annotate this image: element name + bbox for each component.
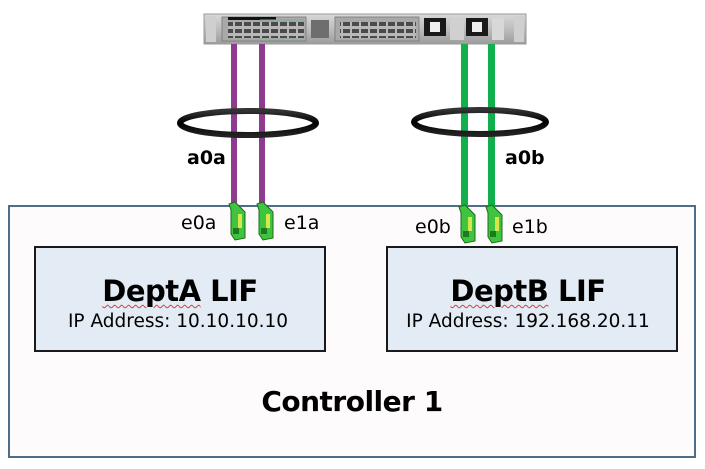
lif-title-depta: DeptA LIF (36, 274, 324, 308)
ifgroup-ring-a0b (411, 107, 549, 137)
lif-suffix-depta: LIF (200, 274, 258, 308)
lif-title-deptb: DeptB LIF (380, 274, 676, 308)
nic-icon-e0a (228, 201, 246, 241)
port-label-e1b: e1b (512, 216, 548, 238)
controller-title: Controller 1 (261, 385, 443, 418)
ifgroup-ring-a0a (177, 108, 319, 138)
lif-name-deptb: DeptB (450, 274, 549, 308)
cables-a0b (461, 44, 495, 210)
port-label-e1a: e1a (284, 212, 320, 234)
ifgroup-label-a0b: a0b (505, 147, 545, 169)
nic-icon-e1a (256, 201, 274, 241)
lif-ip-depta: IP Address: 10.10.10.10 (67, 311, 289, 332)
lif-suffix-deptb: LIF (548, 274, 606, 308)
lif-name-depta: DeptA (102, 274, 201, 308)
lif-box-deptb: DeptB LIF IP Address: 192.168.20.11 (386, 246, 678, 352)
switch-icon (203, 13, 527, 45)
cables-a0a (231, 44, 265, 210)
nic-icon-e0b (458, 204, 476, 244)
nic-icon-e1b (485, 204, 503, 244)
port-label-e0b: e0b (415, 216, 451, 238)
cable-e1b (488, 44, 495, 210)
ifgroup-label-a0a: a0a (187, 147, 226, 169)
port-label-e0a: e0a (181, 212, 217, 234)
cable-e0b (461, 44, 468, 210)
lif-ip-deptb: IP Address: 192.168.20.11 (406, 311, 650, 332)
cable-e1a (259, 44, 265, 210)
lif-box-depta: DeptA LIF IP Address: 10.10.10.10 (34, 246, 326, 352)
cable-e0a (231, 44, 237, 208)
